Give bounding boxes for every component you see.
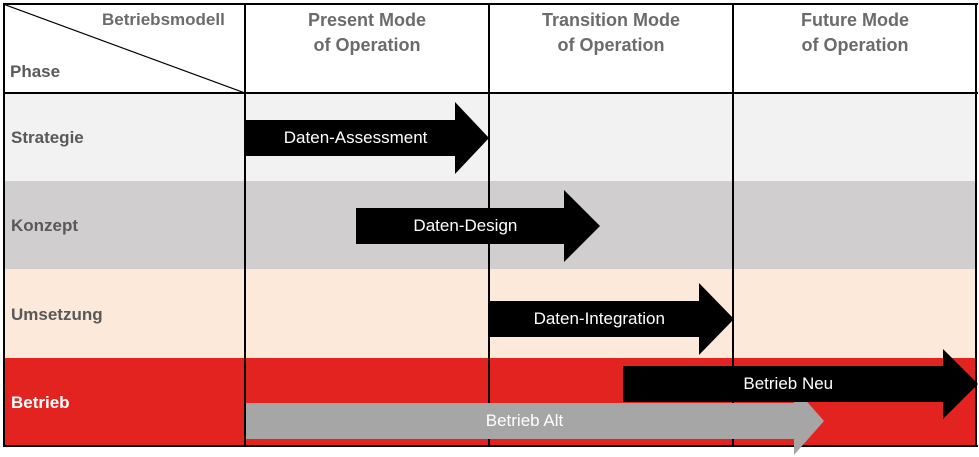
grid-line-top: [3, 3, 978, 5]
arrow-label: Daten-Assessment: [283, 128, 428, 147]
column-header-line: of Operation: [557, 35, 665, 55]
arrow-shaft: [246, 403, 794, 439]
row-label-konzept: Konzept: [11, 216, 79, 235]
arrow-betrieb-neu: Betrieb Neu: [623, 349, 978, 419]
row-label-strategie: Strategie: [11, 128, 84, 147]
row-label-umsetzung: Umsetzung: [11, 305, 103, 324]
column-header-transition-mode: Transition Mode of Operation: [489, 8, 733, 58]
corner-diagonal: [3, 4, 245, 93]
grid-line-bottom: [3, 445, 978, 447]
arrow-head: [564, 190, 600, 262]
column-header-line: of Operation: [801, 35, 909, 55]
arrow-daten-assessment: Daten-Assessment: [246, 102, 489, 174]
grid-line-col1: [244, 4, 246, 446]
column-header-line: Future Mode: [801, 10, 909, 30]
column-header-line: Present Mode: [307, 10, 427, 30]
corner-label-phase: Phase: [10, 62, 61, 81]
arrow-shaft: [489, 301, 699, 337]
arrow-label: Betrieb Alt: [485, 411, 564, 430]
arrow-daten-design: Daten-Design: [356, 190, 600, 262]
grid-line-header-bottom: [3, 92, 978, 94]
column-header-future-mode: Future Mode of Operation: [733, 8, 977, 58]
arrow-shaft: [356, 208, 564, 244]
column-header-present-mode: Present Mode of Operation: [245, 8, 489, 58]
grid-line-left: [3, 4, 5, 446]
corner-label-betriebsmodell: Betriebsmodell: [102, 10, 225, 29]
column-header-line: of Operation: [313, 35, 421, 55]
arrow-label: Betrieb Neu: [743, 374, 834, 393]
arrow-label: Daten-Design: [413, 216, 518, 235]
arrow-label: Daten-Integration: [533, 309, 665, 328]
arrow-head: [699, 283, 734, 355]
column-header-line: Transition Mode: [541, 10, 680, 30]
arrow-head: [455, 102, 489, 174]
row-background-strategie: [3, 93, 977, 181]
arrow-daten-integration: Daten-Integration: [489, 283, 734, 355]
row-label-betrieb: Betrieb: [11, 393, 70, 412]
arrow-head: [943, 349, 978, 419]
arrow-shaft: [246, 120, 455, 156]
grid-line-col3: [732, 4, 734, 446]
grid-line-right: [975, 4, 977, 446]
arrow-shaft: [623, 366, 943, 402]
